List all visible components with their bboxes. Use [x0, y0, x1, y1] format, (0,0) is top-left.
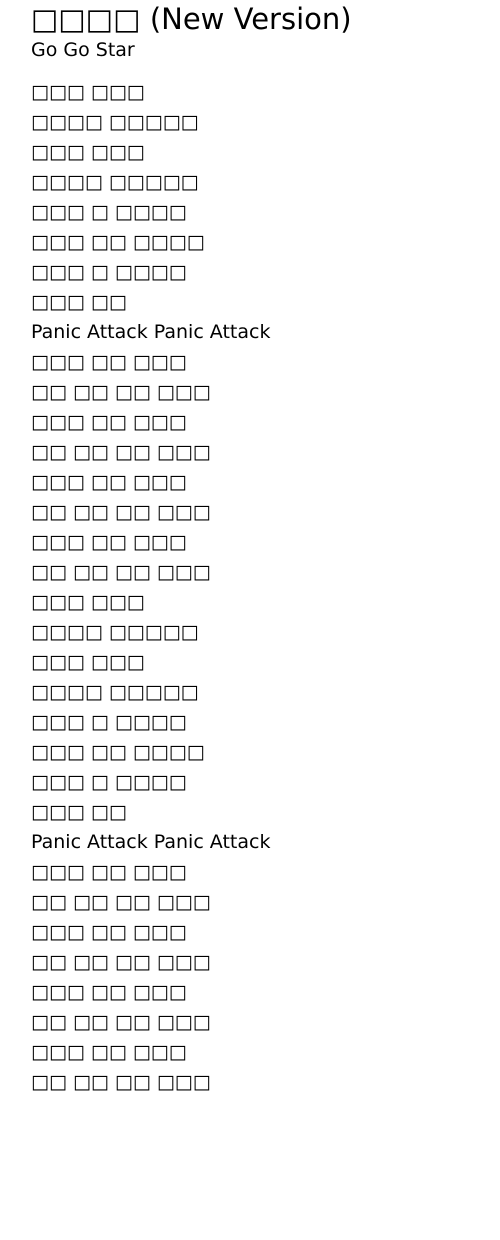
lyric-line: □□□ □ □□□□: [31, 711, 187, 733]
lyric-line: □□□□ □□□□□: [31, 681, 199, 703]
lyric-line: □□□ □□□: [31, 651, 145, 673]
lyric-line: □□ □□ □□ □□□: [31, 951, 211, 973]
artist-name: Go Go Star: [31, 39, 135, 61]
lyric-line: □□□ □□ □□□: [31, 351, 187, 373]
lyric-line: □□ □□ □□ □□□: [31, 561, 211, 583]
lyric-line: □□□ □ □□□□: [31, 261, 187, 283]
lyric-line: □□□ □□□: [31, 81, 145, 103]
lyric-line: □□□ □□ □□□: [31, 411, 187, 433]
lyric-line: □□□ □□ □□□: [31, 531, 187, 553]
lyric-line: □□ □□ □□ □□□: [31, 381, 211, 403]
lyric-line: □□□ □□□: [31, 141, 145, 163]
lyric-line: □□□ □□ □□□: [31, 471, 187, 493]
lyric-line: □□□□ □□□□□: [31, 621, 199, 643]
lyric-line: □□□ □□ □□□: [31, 1041, 187, 1063]
lyrics-list: □□□ □□□ □□□□ □□□□□ □□□ □□□ □□□□ □□□□□ □□□ □ …: [31, 77, 500, 1097]
lyric-line: □□□ □□□: [31, 591, 145, 613]
lyric-line: □□□ □□: [31, 801, 127, 823]
lyric-line: Panic Attack Panic Attack: [31, 321, 271, 343]
lyric-line: □□□ □□ □□□: [31, 921, 187, 943]
lyric-line: □□ □□ □□ □□□: [31, 1011, 211, 1033]
lyric-line: □□□□ □□□□□: [31, 171, 199, 193]
lyric-line: Panic Attack Panic Attack: [31, 831, 271, 853]
lyric-line: □□□□ □□□□□: [31, 111, 199, 133]
lyric-line: □□ □□ □□ □□□: [31, 501, 211, 523]
lyric-line: □□□ □□ □□□: [31, 981, 187, 1003]
lyric-line: □□□ □ □□□□: [31, 771, 187, 793]
song-title: □□□□ (New Version): [31, 2, 352, 36]
lyric-line: □□□ □ □□□□: [31, 201, 187, 223]
lyric-line: □□ □□ □□ □□□: [31, 1071, 211, 1093]
lyric-line: □□ □□ □□ □□□: [31, 441, 211, 463]
lyric-line: □□ □□ □□ □□□: [31, 891, 211, 913]
lyric-line: □□□ □□ □□□□: [31, 231, 205, 253]
lyric-line: □□□ □□: [31, 291, 127, 313]
lyric-line: □□□ □□ □□□: [31, 861, 187, 883]
lyric-line: □□□ □□ □□□□: [31, 741, 205, 763]
